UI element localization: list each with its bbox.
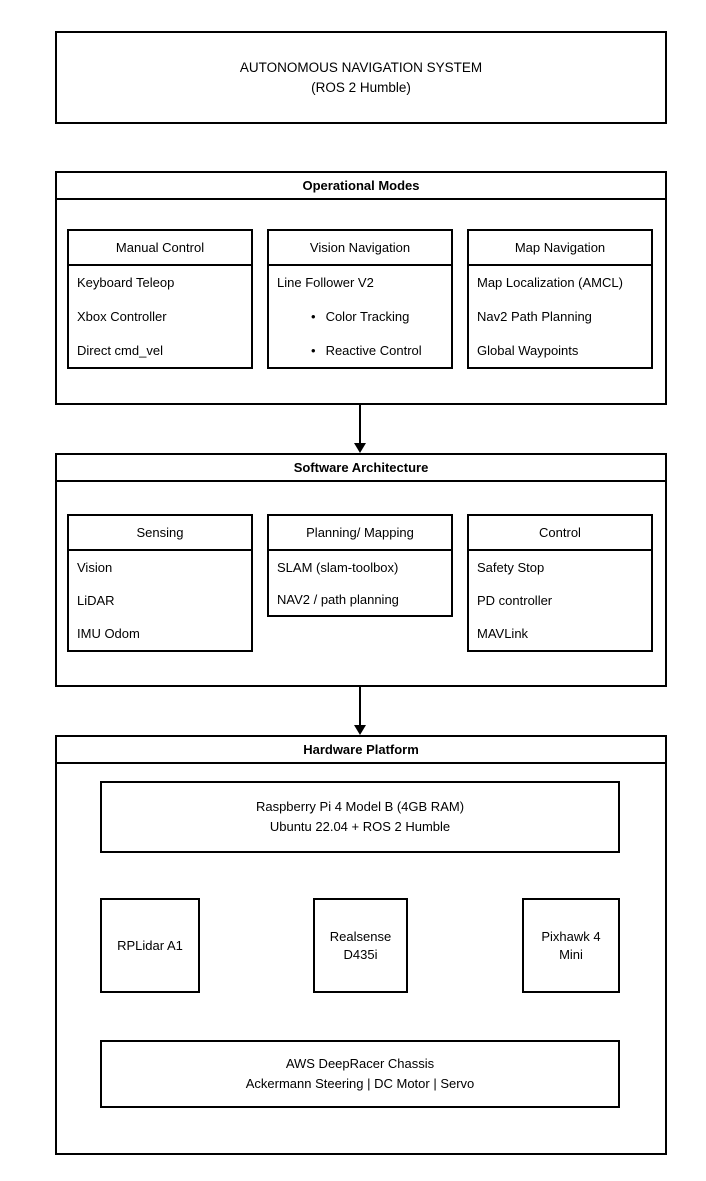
section-software-architecture: Software Architecture Sensing Vision LiD… — [55, 453, 667, 687]
raspberry-pi-line2: Ubuntu 22.04 + ROS 2 Humble — [269, 819, 451, 834]
system-title-line2: (ROS 2 Humble) — [311, 79, 411, 95]
box-vision-navigation: Vision Navigation Line Follower V2 • Col… — [267, 229, 453, 369]
box-manual-control: Manual Control Keyboard Teleop Xbox Cont… — [67, 229, 253, 369]
down-arrow-icon — [354, 725, 366, 735]
list-item: IMU Odom — [77, 626, 140, 641]
bullet-icon: • — [311, 309, 316, 324]
list-item: Safety Stop — [477, 560, 545, 575]
software-architecture-header: Software Architecture — [57, 455, 665, 482]
bullet-item-label: Color Tracking — [325, 309, 410, 324]
list-item: Direct cmd_vel — [77, 342, 163, 358]
box-planning-mapping: Planning/ Mapping SLAM (slam-toolbox) NA… — [267, 514, 453, 617]
list-item: Xbox Controller — [77, 309, 167, 324]
control-list: Safety Stop PD controller MAVLink — [469, 551, 651, 650]
list-item: Map Localization (AMCL) — [477, 275, 623, 291]
box-chassis: AWS DeepRacer Chassis Ackermann Steering… — [100, 1040, 620, 1108]
vision-navigation-title: Vision Navigation — [269, 231, 451, 266]
chassis-line2: Ackermann Steering | DC Motor | Servo — [245, 1076, 475, 1091]
manual-control-list: Keyboard Teleop Xbox Controller Direct c… — [69, 266, 251, 367]
list-item: Nav2 Path Planning — [477, 309, 592, 324]
box-pixhawk: Pixhawk 4 Mini — [522, 898, 620, 993]
pixhawk-label: Pixhawk 4 Mini — [541, 928, 601, 962]
realsense-label: Realsense D435i — [329, 928, 392, 962]
box-rplidar: RPLidar A1 — [100, 898, 200, 993]
down-arrow-icon — [354, 443, 366, 453]
planning-mapping-title: Planning/ Mapping — [269, 516, 451, 551]
list-item: Global Waypoints — [477, 342, 579, 358]
map-navigation-list: Map Localization (AMCL) Nav2 Path Planni… — [469, 266, 651, 367]
list-item: Vision — [77, 560, 113, 575]
list-item: • Color Tracking — [269, 300, 451, 334]
map-navigation-title: Map Navigation — [469, 231, 651, 266]
sensing-list: Vision LiDAR IMU Odom — [69, 551, 251, 650]
section-operational-modes: Operational Modes Manual Control Keyboar… — [55, 171, 667, 405]
list-item: • Reactive Control — [269, 333, 451, 367]
section-hardware-platform: Hardware Platform Raspberry Pi 4 Model B… — [55, 735, 667, 1155]
chassis-line1: AWS DeepRacer Chassis — [285, 1056, 435, 1071]
box-sensing: Sensing Vision LiDAR IMU Odom — [67, 514, 253, 652]
box-map-navigation: Map Navigation Map Localization (AMCL) N… — [467, 229, 653, 369]
list-item: MAVLink — [477, 626, 529, 641]
operational-modes-header: Operational Modes — [57, 173, 665, 200]
raspberry-pi-line1: Raspberry Pi 4 Model B (4GB RAM) — [255, 799, 465, 814]
system-title-node: AUTONOMOUS NAVIGATION SYSTEM (ROS 2 Humb… — [55, 31, 667, 124]
box-raspberry-pi: Raspberry Pi 4 Model B (4GB RAM) Ubuntu … — [100, 781, 620, 853]
box-control: Control Safety Stop PD controller MAVLin… — [467, 514, 653, 652]
list-item: LiDAR — [77, 593, 115, 608]
list-item: SLAM (slam-toolbox) — [277, 559, 399, 575]
flow-arrow-line-1 — [359, 405, 361, 444]
planning-mapping-list: SLAM (slam-toolbox) NAV2 / path planning — [269, 551, 451, 615]
list-item: Keyboard Teleop — [77, 275, 175, 291]
bullet-icon: • — [311, 342, 316, 358]
vision-navigation-list: Line Follower V2 • Color Tracking • Reac… — [269, 266, 451, 367]
system-title-line1: AUTONOMOUS NAVIGATION SYSTEM — [239, 59, 483, 75]
list-item: PD controller — [477, 593, 553, 608]
bullet-item-label: Reactive Control — [325, 342, 422, 358]
sensing-title: Sensing — [69, 516, 251, 551]
hardware-platform-header: Hardware Platform — [57, 737, 665, 764]
manual-control-title: Manual Control — [69, 231, 251, 266]
rplidar-label: RPLidar A1 — [117, 937, 183, 953]
list-item: Line Follower V2 — [277, 275, 374, 291]
control-title: Control — [469, 516, 651, 551]
box-realsense: Realsense D435i — [313, 898, 408, 993]
list-item: NAV2 / path planning — [277, 591, 399, 607]
flow-arrow-line-2 — [359, 687, 361, 726]
